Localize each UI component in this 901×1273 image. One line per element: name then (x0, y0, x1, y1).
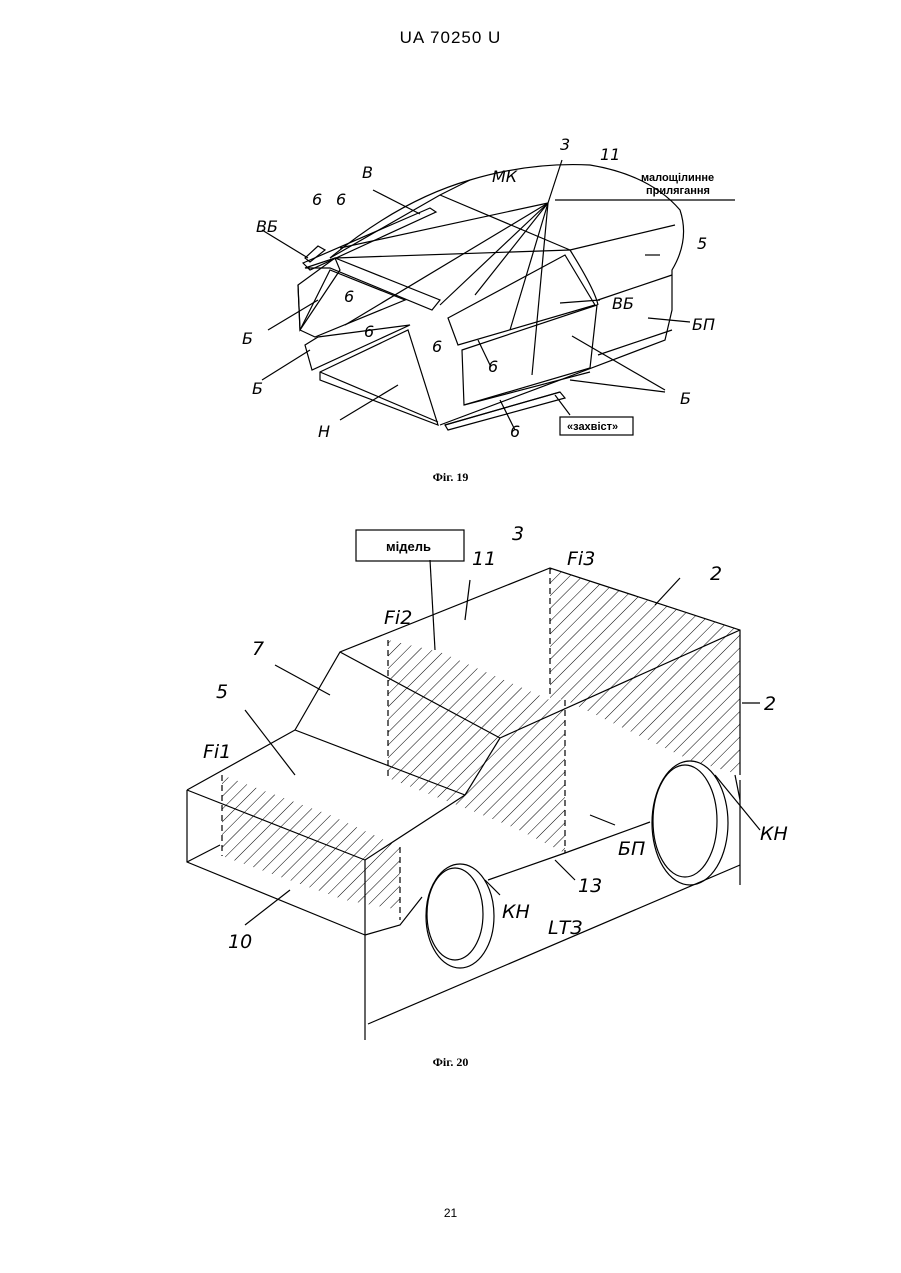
fig20-label-10: 10 (228, 931, 252, 953)
fig20-label-3: 3 (512, 523, 524, 545)
fig19-label-6a: 6 (312, 190, 322, 209)
fig20-label-2a: 2 (710, 563, 722, 585)
figure-20-drawing: мідель 3 11 Fi3 2 Fi2 7 2 5 Fi1 КН БП 13… (0, 520, 901, 1050)
fig19-label-6f: 6 (488, 357, 498, 376)
fig19-label-6c: 6 (344, 287, 354, 306)
fig20-label-bp: БП (618, 838, 645, 860)
fig20-label-13: 13 (578, 875, 602, 897)
fig19-label-n: Н (318, 422, 330, 441)
fig19-label-b1: Б (242, 329, 253, 348)
fig19-label-5: 5 (697, 234, 707, 253)
fig20-label-kn2: КН (502, 901, 530, 923)
fig19-label-v: В (362, 163, 373, 182)
fig20-label-5: 5 (216, 681, 228, 703)
fig19-label-vb1: ВБ (256, 217, 278, 236)
fig20-midel-box: мідель (386, 539, 431, 554)
fig20-label-kn1: КН (760, 823, 788, 845)
fig20-label-fi2: Fi2 (384, 607, 412, 629)
fig20-label-7: 7 (252, 638, 264, 660)
fig19-label-b3: Б (680, 389, 691, 408)
fig20-caption: Фіг. 20 (0, 1055, 901, 1070)
fig19-label-6e: 6 (432, 337, 442, 356)
fig19-note-line1: малощілинне (641, 172, 714, 184)
fig20-label-ltz: LТЗ (548, 917, 582, 939)
fig19-label-mk: МК (492, 167, 518, 186)
fig19-note-line2: прилягання (646, 185, 710, 197)
fig19-tail-box: «захвіст» (567, 421, 618, 433)
fig20-label-fi1: Fi1 (203, 741, 231, 763)
figure-19-drawing: 3 11 МК В 6 6 ВБ 6 Б 6 Б 6 ВБ 5 БП 6 Б Н… (0, 130, 901, 450)
fig19-label-6d: 6 (364, 322, 374, 341)
fig19-label-bp: БП (692, 315, 715, 334)
fig19-label-6b: 6 (336, 190, 346, 209)
fig19-caption: Фіг. 19 (0, 470, 901, 485)
page-number: 21 (0, 1206, 901, 1220)
fig19-label-3: 3 (560, 135, 570, 154)
fig19-label-b2: Б (252, 379, 263, 398)
fig19-label-6g: 6 (510, 422, 520, 441)
fig19-label-11: 11 (600, 145, 620, 164)
fig20-label-fi3: Fi3 (567, 548, 595, 570)
fig20-label-2b: 2 (764, 693, 776, 715)
fig20-label-11: 11 (472, 548, 496, 570)
fig19-label-vb2: ВБ (612, 294, 634, 313)
document-number: UA 70250 U (0, 28, 901, 48)
